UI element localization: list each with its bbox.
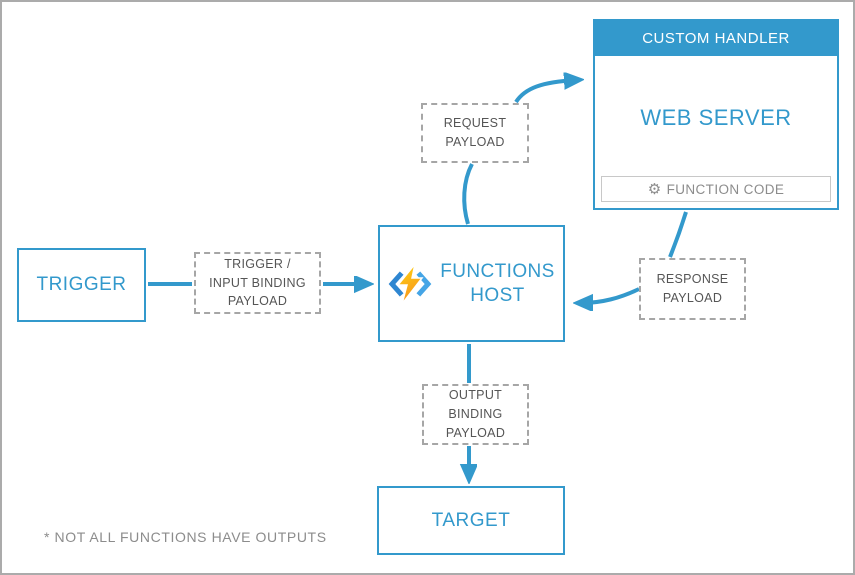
functions-host-label: FUNCTIONS HOST [440,260,555,306]
arrow-host-to-request-payload [462,163,474,225]
arrow-response-payload-to-host [581,287,640,303]
trigger-box: TRIGGER [17,248,146,322]
request-payload-label: REQUEST PAYLOAD [443,116,507,149]
output-binding-payload-label: OUTPUT BINDING PAYLOAD [445,388,506,440]
trigger-input-binding-payload-box: TRIGGER / INPUT BINDING PAYLOAD [194,252,321,314]
target-label: TARGET [431,509,511,531]
request-payload-box: REQUEST PAYLOAD [421,103,529,163]
arrow-request-payload-to-webserver [514,80,576,104]
trigger-label: TRIGGER [36,274,127,295]
trigger-input-binding-payload-label: TRIGGER / INPUT BINDING PAYLOAD [209,256,306,309]
azure-functions-icon [388,263,432,304]
arrow-webserver-to-response-payload [668,211,688,258]
function-code-label: FUNCTION CODE [666,181,785,197]
functions-host-box: FUNCTIONS HOST [378,225,565,342]
target-box: TARGET [377,486,565,555]
response-payload-label: RESPONSE PAYLOAD [656,272,729,305]
custom-handler-box: CUSTOM HANDLER WEB SERVER ⚙ FUNCTION COD… [593,19,839,210]
response-payload-box: RESPONSE PAYLOAD [639,258,746,320]
function-code-bar: ⚙ FUNCTION CODE [601,176,831,202]
custom-handler-body: WEB SERVER ⚙ FUNCTION CODE [595,56,837,208]
web-server-label: WEB SERVER [640,105,792,130]
gear-icon: ⚙ [647,180,662,198]
footnote-text: * NOT ALL FUNCTIONS HAVE OUTPUTS [44,529,327,545]
custom-handler-header: CUSTOM HANDLER [595,21,837,56]
output-binding-payload-box: OUTPUT BINDING PAYLOAD [422,384,529,445]
